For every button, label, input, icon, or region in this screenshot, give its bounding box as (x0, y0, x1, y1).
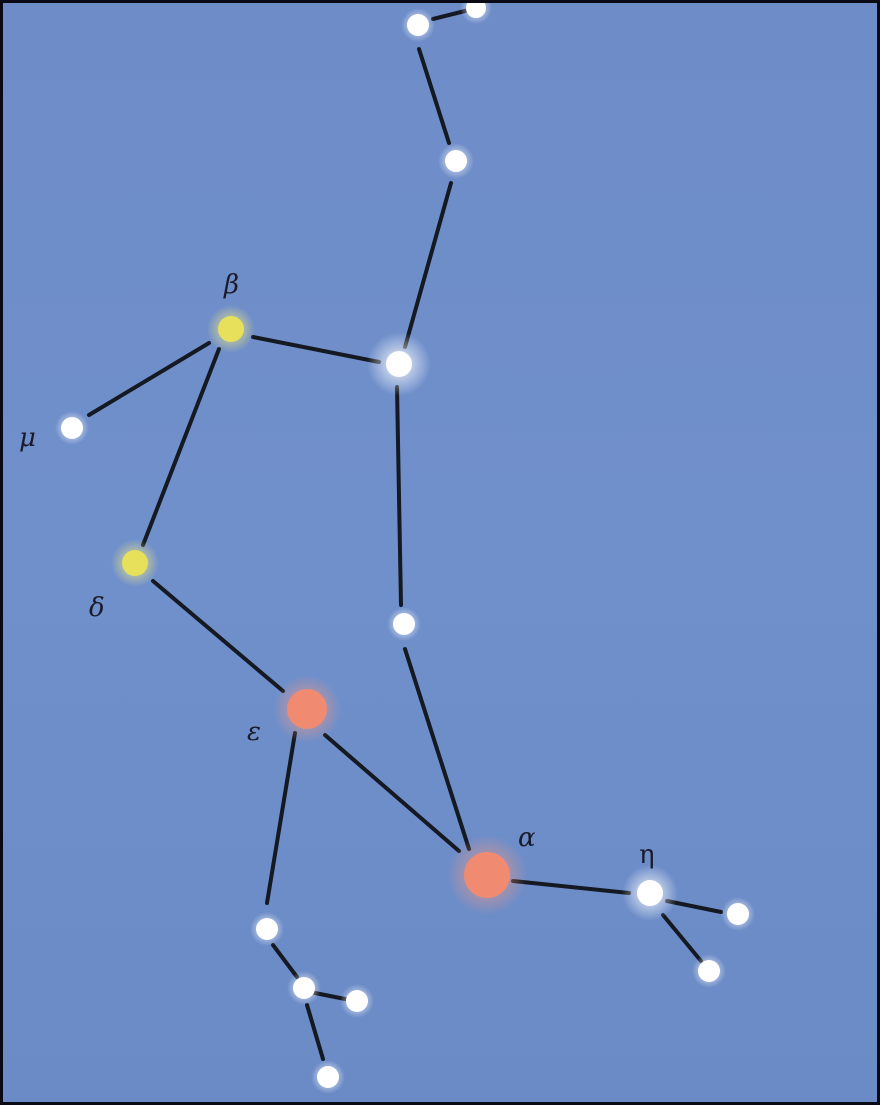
star-upper-neck (445, 150, 467, 172)
label-beta: β (223, 270, 239, 300)
label-delta: δ (89, 593, 105, 623)
star-leg-mid (293, 977, 315, 999)
star-delta (122, 550, 148, 576)
star-eta (637, 880, 663, 906)
constellation-diagram: β μ δ ε α η (3, 3, 877, 1102)
label-eta: η (639, 840, 655, 870)
star-beta (218, 316, 244, 342)
label-mu: μ (19, 423, 36, 453)
star-mu (61, 417, 83, 439)
star-mid-right (393, 613, 415, 635)
star-leg-side (346, 990, 368, 1012)
star-epsilon (287, 689, 327, 729)
star-alpha (464, 852, 510, 898)
star-leg-bottom (317, 1066, 339, 1088)
star-shoulder (386, 351, 412, 377)
star-eta-branch-upper (727, 903, 749, 925)
label-epsilon: ε (247, 717, 261, 747)
label-alpha: α (518, 823, 536, 853)
star-eta-branch-lower (698, 960, 720, 982)
star-leg-upper (256, 918, 278, 940)
star-top-left (407, 14, 429, 36)
